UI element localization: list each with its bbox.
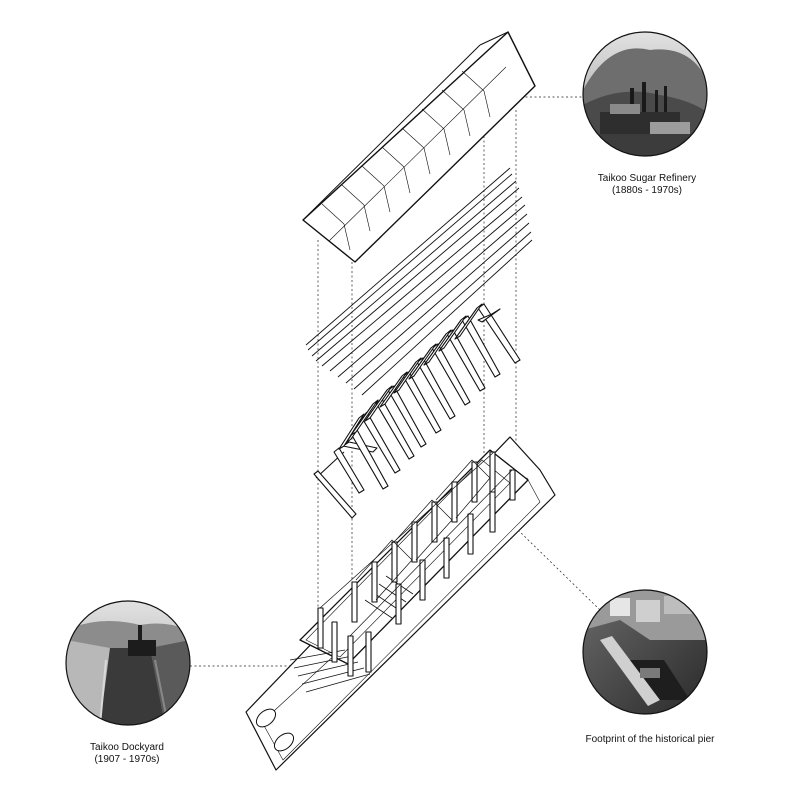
dockyard-title: Taikoo Dockyard: [90, 742, 164, 753]
refinery-title: Taikoo Sugar Refinery: [597, 173, 697, 184]
refinery-period: (1880s - 1970s): [611, 185, 683, 196]
pier-caption: Footprint of the historical pier: [560, 734, 740, 746]
dockyard-caption: Taikoo Dockyard (1907 - 1970s): [52, 742, 202, 766]
dockyard-photo: [65, 600, 191, 726]
dockyard-period: (1907 - 1970s): [94, 754, 160, 765]
purlin-members: [305, 167, 533, 396]
pier-building-base: [245, 436, 556, 771]
pier-aerial-photo: [582, 589, 708, 715]
roof-volume: [302, 31, 536, 263]
portal-frames: [313, 303, 521, 519]
pier-title: Footprint of the historical pier: [585, 734, 715, 745]
refinery-photo: [582, 31, 708, 157]
refinery-caption: Taikoo Sugar Refinery (1880s - 1970s): [572, 173, 722, 197]
